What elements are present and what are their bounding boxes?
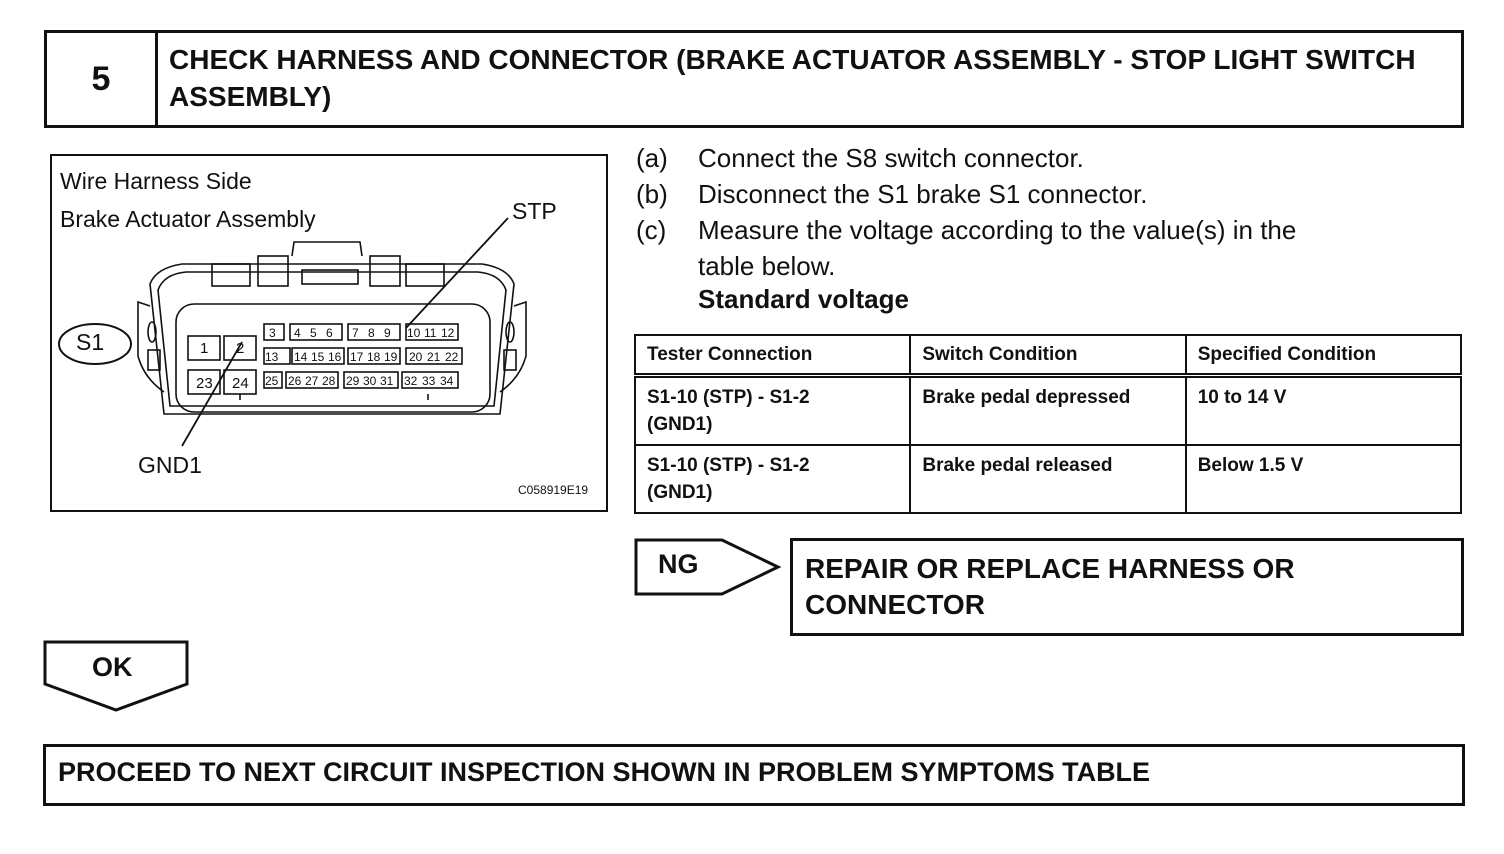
ok-action-box: PROCEED TO NEXT CIRCUIT INSPECTION SHOWN… [43,744,1465,806]
figure-code: C058919E19 [518,483,589,497]
connection-line1: S1-10 (STP) - S1-2 [647,387,810,408]
pin-12: 12 [441,326,455,340]
table-header-row: Tester Connection Switch Condition Speci… [633,334,1463,377]
pin-3: 3 [269,326,276,340]
connector-figure: 1 2 23 24 3 4 5 6 7 8 9 10 11 12 13 14 1… [50,154,608,512]
ok-label: OK [92,652,133,682]
pin-11: 11 [424,326,437,340]
standard-voltage-heading: Standard voltage [698,284,909,314]
pin-18: 18 [367,350,381,364]
figure-caption-line2: Brake Actuator Assembly [60,206,316,232]
header-switch-condition: Switch Condition [909,334,1187,377]
connector-drawing: 1 2 23 24 3 4 5 6 7 8 9 10 11 12 13 14 1… [58,217,527,447]
instruction-c-text: Measure the voltage according to the val… [698,215,1297,245]
gnd-label: GND1 [138,452,202,478]
header-specified-condition: Specified Condition [1184,334,1463,377]
pin-14: 14 [294,350,308,364]
pin-6: 6 [326,326,333,340]
pin-22: 22 [445,350,459,364]
cell-switch-condition: Brake pedal released [909,444,1187,514]
table-row: S1-10 (STP) - S1-2 (GND1) Brake pedal re… [633,444,1463,514]
pin-34: 34 [440,374,454,388]
ok-arrow-icon [43,640,189,712]
pin-24: 24 [232,375,249,392]
pin-28: 28 [322,374,336,388]
pin-13: 13 [265,350,279,364]
pin-30: 30 [363,374,377,388]
connection-line1: S1-10 (STP) - S1-2 [647,455,810,476]
pin-26: 26 [288,374,302,388]
pin-31: 31 [380,374,394,388]
table-row: S1-10 (STP) - S1-2 (GND1) Brake pedal de… [633,374,1463,446]
pin-25: 25 [265,374,279,388]
step-title: CHECK HARNESS AND CONNECTOR (BRAKE ACTUA… [169,44,1416,112]
pin-33: 33 [422,374,436,388]
instruction-a-letter: (a) [636,143,668,173]
pin-7: 7 [352,326,359,340]
figure-caption-line1: Wire Harness Side [60,168,252,194]
pin-2: 2 [236,340,244,357]
ng-label: NG [658,549,699,579]
connection-line2: (GND1) [647,482,713,503]
pin-32: 32 [404,374,418,388]
cell-tester-connection: S1-10 (STP) - S1-2 (GND1) [633,444,912,514]
pin-9: 9 [384,326,391,340]
connector-label-s1: S1 [76,329,105,355]
cell-specified-condition: 10 to 14 V [1184,374,1463,446]
pin-8: 8 [368,326,375,340]
pin-19: 19 [384,350,398,364]
ng-action-box: REPAIR OR REPLACE HARNESS OR CONNECTOR [790,538,1464,636]
pin-4: 4 [294,326,301,340]
pin-21: 21 [427,350,441,364]
instruction-b-letter: (b) [636,179,668,209]
pin-1: 1 [200,340,208,357]
cell-switch-condition: Brake pedal depressed [909,374,1187,446]
pin-29: 29 [346,374,360,388]
cell-specified-condition: Below 1.5 V [1184,444,1463,514]
header-tester-connection: Tester Connection [633,334,912,377]
instruction-b-text: Disconnect the S1 brake S1 connector. [698,179,1148,209]
ng-action-text: REPAIR OR REPLACE HARNESS OR CONNECTOR [805,553,1295,620]
stp-label: STP [512,198,557,224]
pin-10: 10 [407,326,421,340]
pin-15: 15 [311,350,325,364]
step-header: 5 CHECK HARNESS AND CONNECTOR (BRAKE ACT… [44,30,1464,128]
ng-arrow-icon [634,538,782,596]
pin-17: 17 [350,350,364,364]
instruction-a-text: Connect the S8 switch connector. [698,143,1084,173]
pin-16: 16 [328,350,342,364]
ok-action-text: PROCEED TO NEXT CIRCUIT INSPECTION SHOWN… [58,757,1151,787]
pin-27: 27 [305,374,319,388]
instruction-c-text-cont: table below. [698,251,836,281]
connection-line2: (GND1) [647,414,713,435]
pin-5: 5 [310,326,317,340]
pin-20: 20 [409,350,423,364]
voltage-table: Tester Connection Switch Condition Speci… [633,334,1463,514]
step-number: 5 [47,33,158,125]
instruction-c-letter: (c) [636,215,667,245]
pin-23: 23 [196,375,213,392]
cell-tester-connection: S1-10 (STP) - S1-2 (GND1) [633,374,912,446]
